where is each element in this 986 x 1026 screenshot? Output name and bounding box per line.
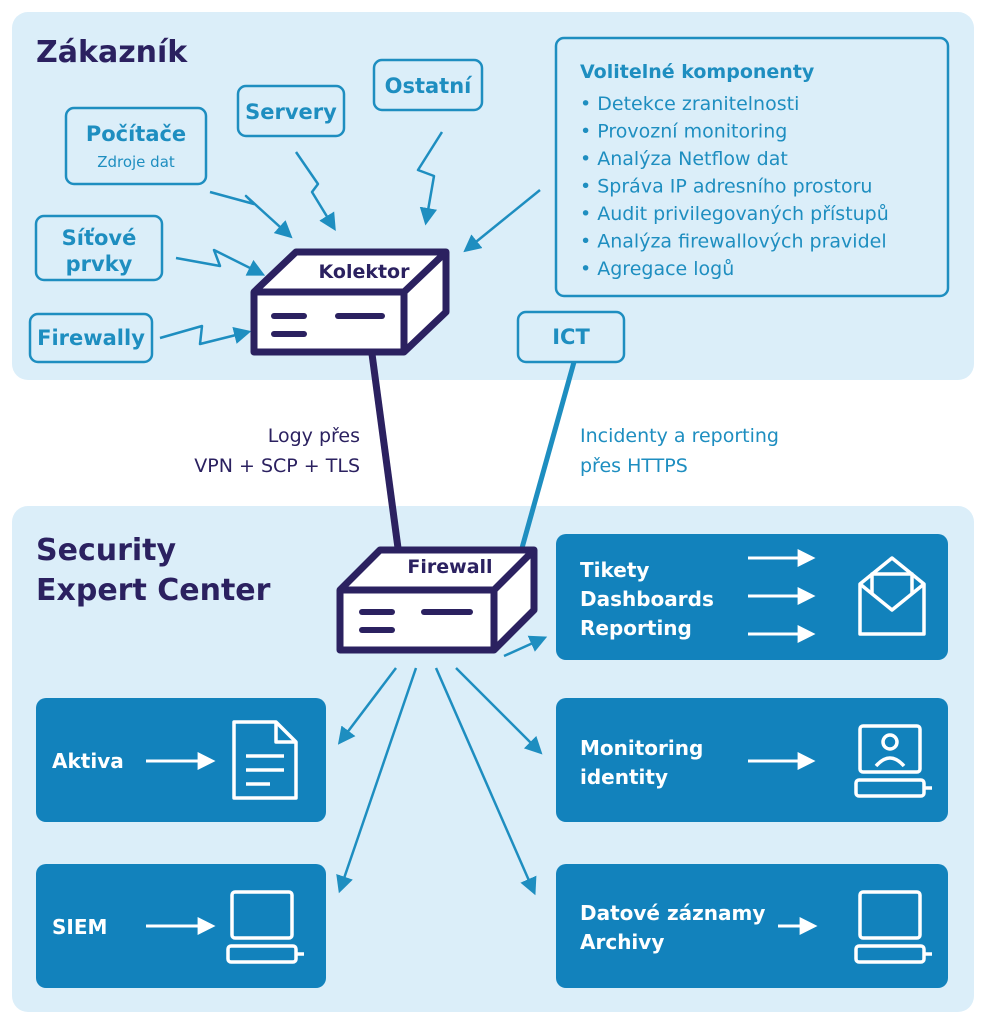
source-pocitace-sub: Zdroje dat: [97, 153, 175, 171]
optional-components-arrow: [463, 189, 541, 253]
siem-box: SIEM: [36, 864, 326, 988]
signal-arrow-ostatni: [416, 131, 444, 226]
document-icon: [232, 720, 298, 800]
signal-arrow-servery: [294, 151, 336, 231]
arrow-to-siem: [336, 667, 418, 894]
optional-components-box: Volitelné komponenty • Detekce zraniteln…: [554, 36, 950, 298]
optional-component-item: • Audit privilegovaných přístupů: [580, 203, 889, 225]
source-sitove-line1: Síťové: [62, 226, 137, 250]
source-servery-label: Servery: [245, 100, 337, 124]
logs-connection-line: [368, 353, 402, 549]
source-sitove-prvky: Síťové prvky: [34, 214, 164, 282]
optional-component-item: • Provozní monitoring: [580, 121, 787, 143]
optional-component-item: • Detekce zranitelnosti: [580, 93, 799, 115]
customer-zone-title: Zákazník: [36, 35, 188, 70]
user-monitor-icon: [854, 724, 932, 798]
arrow-to-monitoring: [455, 667, 543, 755]
signal-arrow-firewally: [159, 324, 252, 346]
datove-line1: Datové záznamy: [580, 901, 765, 925]
computer-icon: [854, 890, 932, 964]
firewall-label: Firewall: [407, 556, 492, 578]
tikety-line2: Dashboards: [580, 587, 714, 611]
tikety-box: Tikety Dashboards Reporting: [556, 534, 948, 660]
siem-label: SIEM: [52, 915, 107, 939]
optional-component-item: • Analýza Netflow dat: [580, 148, 788, 170]
optional-component-item: • Agregace logů: [580, 258, 734, 280]
datove-box: Datové záznamy Archivy: [556, 864, 948, 988]
source-sitove-line2: prvky: [66, 252, 133, 276]
logs-label-line1: Logy přes: [268, 425, 360, 447]
sec-zone-title-line2: Expert Center: [36, 573, 271, 608]
sec-zone-title-line1: Security: [36, 533, 177, 568]
source-servery: Servery: [236, 84, 346, 138]
datove-line2: Archivy: [580, 930, 664, 954]
optional-component-item: • Správa IP adresního prostoru: [580, 176, 872, 198]
monitoring-line2: identity: [580, 765, 668, 789]
incidents-label-line1: Incidenty a reporting: [580, 425, 779, 447]
source-firewally-label: Firewally: [37, 326, 145, 350]
computer-icon: [226, 890, 304, 964]
monitoring-box: Monitoring identity: [556, 698, 948, 822]
source-ostatni-label: Ostatní: [385, 74, 474, 98]
incidents-label-line2: přes HTTPS: [580, 455, 688, 477]
source-pocitace: Počítače Zdroje dat: [64, 106, 208, 186]
optional-component-item: • Analýza firewallových pravidel: [580, 231, 887, 253]
ict-label: ICT: [552, 325, 590, 349]
kolektor-device: Kolektor: [250, 248, 450, 356]
source-ostatni: Ostatní: [372, 58, 484, 112]
envelope-icon: [858, 556, 926, 636]
optional-components-title: Volitelné komponenty: [580, 61, 815, 83]
tikety-line1: Tikety: [580, 558, 649, 582]
arrow-to-datove: [434, 667, 537, 896]
monitoring-line1: Monitoring: [580, 736, 703, 760]
ict-box: ICT: [516, 310, 626, 364]
aktiva-label: Aktiva: [52, 749, 124, 773]
incidents-connection-line: [519, 361, 577, 549]
logs-label-line2: VPN + SCP + TLS: [194, 455, 360, 477]
tikety-line3: Reporting: [580, 616, 692, 640]
customer-zone: [12, 12, 974, 380]
aktiva-box: Aktiva: [36, 698, 326, 822]
kolektor-label: Kolektor: [319, 261, 411, 283]
signal-arrow-sitove: [175, 248, 266, 276]
source-firewally: Firewally: [28, 312, 154, 364]
source-pocitace-label: Počítače: [86, 122, 186, 146]
firewall-device: Firewall: [336, 546, 538, 654]
signal-arrow-pocitace: [209, 190, 293, 239]
arrow-to-tikety: [503, 635, 548, 658]
arrow-to-aktiva: [337, 667, 397, 745]
